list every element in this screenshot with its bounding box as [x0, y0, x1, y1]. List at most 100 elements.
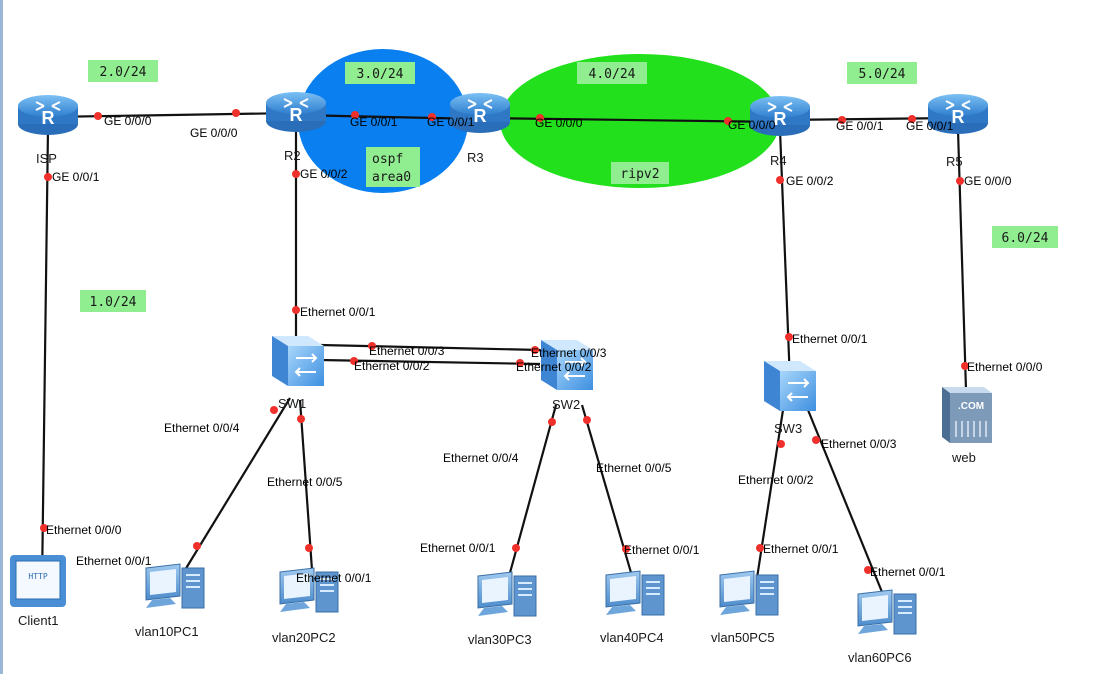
web-server-icon: .COM [942, 387, 992, 443]
port-label: GE 0/0/1 [350, 115, 398, 129]
port-label: GE 0/0/0 [190, 126, 238, 140]
device-name-client1: Client1 [18, 613, 58, 628]
port-label: Ethernet 0/0/3 [369, 344, 445, 358]
link-r5-web [956, 129, 968, 391]
port-label: GE 0/0/0 [728, 118, 776, 132]
port-label: Ethernet 0/0/1 [300, 305, 376, 319]
port-label: Ethernet 0/0/1 [420, 541, 496, 555]
switch-icon [271, 335, 325, 387]
link-sw1-pc1 [184, 397, 291, 571]
router-isp[interactable] [17, 94, 79, 136]
port-label: GE 0/0/1 [836, 119, 884, 133]
port-label: GE 0/0/1 [906, 119, 954, 133]
svg-text:4.0/24: 4.0/24 [589, 67, 636, 82]
network-label-6: 6.0/24 [992, 226, 1058, 248]
link-isp-r2 [47, 111, 297, 119]
http-client-icon: HTTP [10, 555, 66, 607]
svg-text:5.0/24: 5.0/24 [859, 67, 906, 82]
svg-text:1.0/24: 1.0/24 [90, 295, 137, 310]
port-dots [40, 109, 969, 574]
port-label: Ethernet 0/0/0 [46, 523, 122, 537]
switch-icon [763, 360, 817, 412]
router-icon [265, 91, 327, 133]
rip-area-label: ripv2 [611, 162, 669, 184]
link-isp-client1 [40, 127, 50, 586]
port-label: GE 0/0/0 [104, 114, 152, 128]
ospf-area-label: ospf area0 [366, 147, 420, 187]
port-label: Ethernet 0/0/3 [821, 437, 897, 451]
svg-text:ripv2: ripv2 [620, 167, 659, 182]
pc-icon [145, 563, 205, 609]
switch-sw1[interactable] [271, 335, 325, 387]
device-name-r4: R4 [770, 153, 787, 168]
svg-text:6.0/24: 6.0/24 [1002, 231, 1049, 246]
svg-text:.COM: .COM [958, 401, 984, 412]
svg-text:area0: area0 [372, 170, 411, 185]
pc-vlan50pc5[interactable] [719, 570, 779, 616]
port-label: GE 0/0/0 [535, 116, 583, 130]
port-label: Ethernet 0/0/4 [443, 451, 519, 465]
svg-text:HTTP: HTTP [28, 572, 47, 581]
network-label-4: 4.0/24 [577, 62, 647, 84]
device-name-pc2: vlan20PC2 [272, 630, 336, 645]
pc-vlan10pc1[interactable] [145, 563, 205, 609]
port-label: Ethernet 0/0/2 [516, 360, 592, 374]
port-label: Ethernet 0/0/1 [296, 571, 372, 585]
device-name-pc4: vlan40PC4 [600, 630, 664, 645]
device-name-sw1: SW1 [278, 396, 306, 411]
network-label-5: 5.0/24 [847, 62, 917, 84]
pc-vlan40pc4[interactable] [605, 570, 665, 616]
port-label: Ethernet 0/0/5 [596, 461, 672, 475]
device-name-sw2: SW2 [552, 397, 580, 412]
port-label: Ethernet 0/0/5 [267, 475, 343, 489]
port-label: GE 0/0/2 [300, 167, 348, 181]
device-name-isp: ISP [36, 151, 57, 166]
network-label-2: 2.0/24 [88, 60, 158, 82]
port-label: Ethernet 0/0/1 [76, 554, 152, 568]
router-r2[interactable] [265, 91, 327, 133]
link-sw1-pc2 [298, 399, 314, 571]
switch-sw3[interactable] [763, 360, 817, 412]
port-label: GE 0/0/1 [52, 170, 100, 184]
port-label: GE 0/0/1 [427, 115, 475, 129]
device-name-r5: R5 [946, 154, 963, 169]
port-label: Ethernet 0/0/1 [624, 543, 700, 557]
network-label-1: 1.0/24 [80, 290, 146, 312]
client1-device[interactable]: HTTP [10, 555, 66, 607]
port-label: Ethernet 0/0/2 [354, 359, 430, 373]
pc-icon [719, 570, 779, 616]
port-label: GE 0/0/2 [786, 174, 834, 188]
pc-icon [857, 589, 917, 635]
device-name-pc5: vlan50PC5 [711, 630, 775, 645]
device-name-r3: R3 [467, 150, 484, 165]
svg-text:ospf: ospf [372, 152, 403, 167]
pc-vlan30pc3[interactable] [477, 571, 537, 617]
ospf-area-ellipse [298, 49, 468, 193]
svg-text:2.0/24: 2.0/24 [100, 65, 147, 80]
web-server[interactable]: .COM [942, 387, 992, 443]
device-name-r2: R2 [284, 148, 301, 163]
port-label: GE 0/0/0 [964, 174, 1012, 188]
link-sw1-sw2-e3 [319, 343, 541, 352]
link-r2-r3 [295, 113, 481, 121]
network-label-3: 3.0/24 [345, 62, 415, 84]
port-label: Ethernet 0/0/4 [164, 421, 240, 435]
svg-text:3.0/24: 3.0/24 [357, 67, 404, 82]
link-sw3-pc6 [806, 409, 884, 593]
router-icon [17, 94, 79, 136]
pc-icon [477, 571, 537, 617]
device-name-pc6: vlan60PC6 [848, 650, 912, 665]
device-name-pc3: vlan30PC3 [468, 632, 532, 647]
port-label: Ethernet 0/0/0 [967, 360, 1043, 374]
link-sw2-pc3 [506, 404, 558, 581]
port-label: Ethernet 0/0/3 [531, 346, 607, 360]
port-label: Ethernet 0/0/1 [763, 542, 839, 556]
device-name-pc1: vlan10PC1 [135, 624, 199, 639]
pc-vlan60pc6[interactable] [857, 589, 917, 635]
port-label: Ethernet 0/0/1 [870, 565, 946, 579]
device-name-sw3: SW3 [774, 421, 802, 436]
port-label: Ethernet 0/0/1 [792, 332, 868, 346]
port-label: Ethernet 0/0/2 [738, 473, 814, 487]
pc-icon [605, 570, 665, 616]
